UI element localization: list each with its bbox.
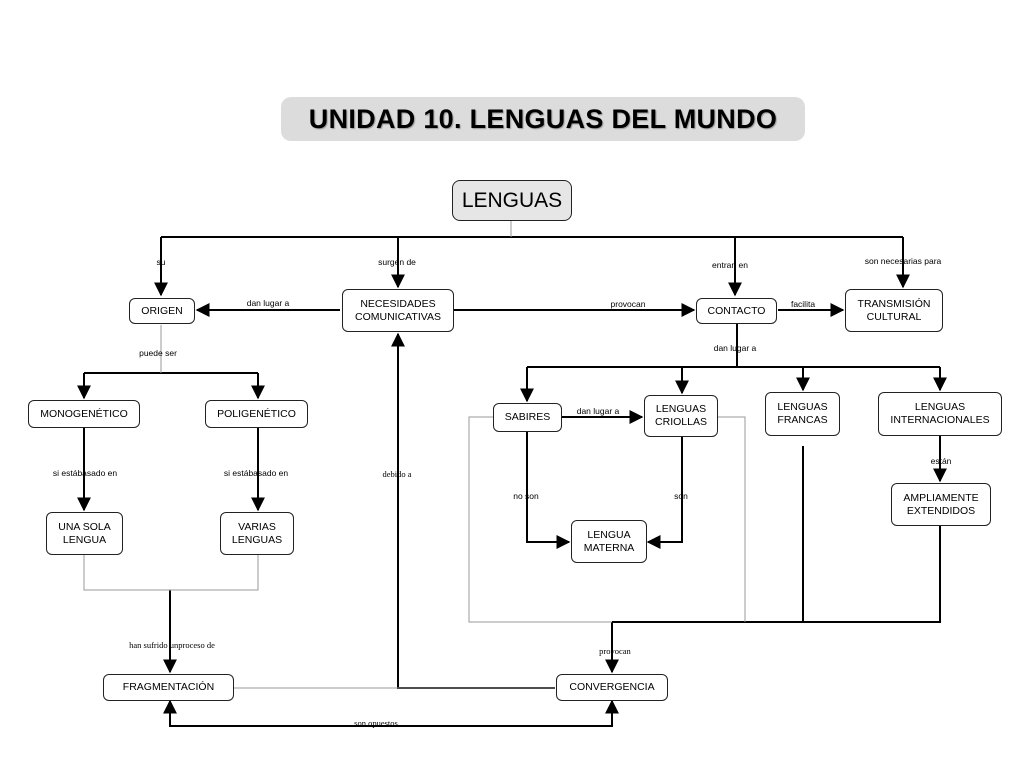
label-entran-en: entran en xyxy=(712,260,748,270)
page-title: UNIDAD 10. LENGUAS DEL MUNDO xyxy=(281,97,805,141)
label-surgen-de: surgen de xyxy=(378,257,416,267)
node-sabires: SABIRES xyxy=(493,403,562,432)
label-su: su xyxy=(156,257,166,267)
label-son-opuestos: son opuestos xyxy=(354,718,398,728)
label-debido-a: debido a xyxy=(382,469,412,479)
label-dan-lugar-a-sabires: dan lugar a xyxy=(576,406,620,416)
node-poligenetico: POLIGENÉTICO xyxy=(205,400,308,428)
node-contacto: CONTACTO xyxy=(696,298,777,324)
node-convergencia: CONVERGENCIA xyxy=(556,674,668,701)
node-origen: ORIGEN xyxy=(129,298,195,324)
label-son-necesarias-para: son necesarias para xyxy=(864,256,942,266)
label-si-esta-basado-en-2: si estábasado en xyxy=(223,468,289,478)
label-dan-lugar-a-contacto: dan lugar a xyxy=(713,343,757,353)
label-provocan-bottom: provocan xyxy=(599,646,631,656)
node-lenguas: LENGUAS xyxy=(452,180,572,221)
node-fragmentacion: FRAGMENTACIÓN xyxy=(103,674,234,701)
label-estan: están xyxy=(930,456,952,466)
label-provocan-top: provocan xyxy=(610,299,646,309)
label-si-esta-basado-en-1: si estábasado en xyxy=(52,468,118,478)
label-dan-lugar-a-origen: dan lugar a xyxy=(246,298,290,308)
label-facilita: facilita xyxy=(790,299,816,309)
label-han-sufrido: han sufrido unproceso de xyxy=(129,640,215,650)
label-no-son: no son xyxy=(513,491,539,501)
label-son: son xyxy=(674,491,688,501)
node-monogenetico: MONOGENÉTICO xyxy=(28,400,140,428)
label-puede-ser: puede ser xyxy=(139,348,177,358)
